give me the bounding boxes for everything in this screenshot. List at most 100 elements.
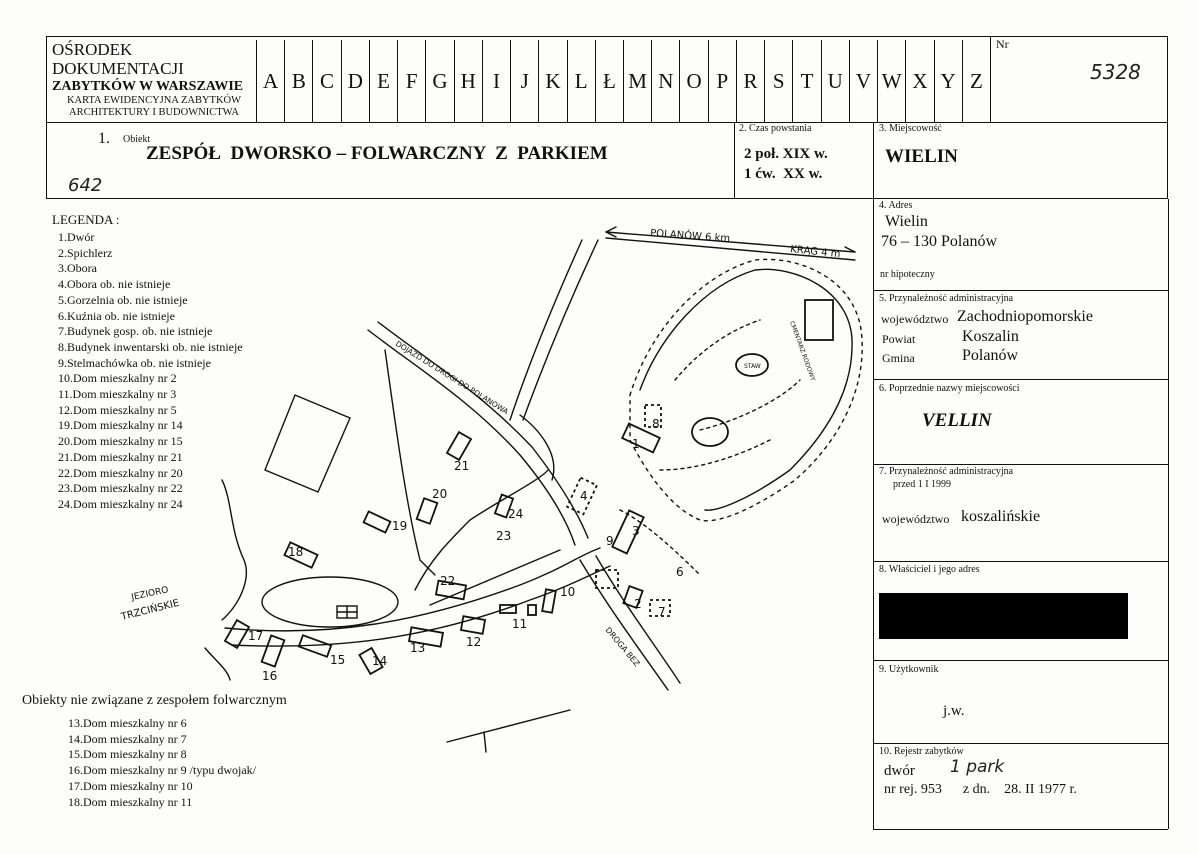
index-letter: K (538, 40, 566, 122)
address-line-1: Wielin (885, 213, 928, 230)
map-building-number: 3 (632, 524, 640, 538)
legend-item: 4.Obora ob. nie istnieje (58, 277, 171, 292)
object-label: Obiekt (123, 134, 151, 145)
map-building-number: 12 (466, 635, 481, 649)
locality-value: WIELIN (885, 146, 958, 167)
register-line-2: nr rej. 953 z dn. 28. II 1977 r. (884, 782, 1077, 797)
user-value: j.w. (943, 703, 965, 719)
previous-names-label: 6. Poprzednie nazwy miejscowości (879, 383, 1020, 394)
road-north (509, 239, 583, 421)
road-top (605, 231, 856, 253)
map-building-number: 2 (634, 597, 642, 611)
admin-commune-value: Polanów (962, 347, 1018, 364)
form-frame (46, 36, 1168, 199)
period-line-1: 2 poł. XIX w. (744, 146, 828, 162)
road-bottom (579, 559, 669, 691)
index-letter: B (284, 40, 312, 122)
index-letter: A (256, 40, 284, 122)
unrelated-item: 17.Dom mieszkalny nr 10 (68, 778, 193, 793)
index-letter: Ł (594, 40, 623, 122)
index-letter: S (764, 40, 792, 122)
unrelated-item: 18.Dom mieszkalny nr 11 (68, 794, 193, 809)
cemetery-plot (804, 299, 834, 341)
admin-before-sub: przed 1 I 1999 (893, 479, 952, 490)
institution-block: OŚRODEK DOKUMENTACJI ZABYTKÓW W WARSZAWI… (52, 40, 256, 119)
address-label: 4. Adres (879, 200, 913, 211)
buildings-layer (223, 299, 834, 676)
admin-commune-label: Gmina (882, 351, 915, 365)
object-handwritten-code: 642 (68, 175, 103, 196)
unrelated-item: 15.Dom mieszkalny nr 8 (68, 747, 187, 762)
institution-line-1: OŚRODEK (52, 40, 133, 59)
index-letter: W (877, 40, 905, 122)
legend-item: 19.Dom mieszkalny nr 14 (58, 418, 183, 433)
institution-line-2: DOKUMENTACJI (52, 59, 184, 78)
admin-label: 5. Przynależność administracyjna (879, 293, 1014, 304)
legend-item: 22.Dom mieszkalny nr 20 (58, 465, 183, 480)
index-letter: T (792, 40, 820, 122)
register-line-1: dwór (884, 763, 915, 779)
card-line-2: ARCHITEKTURY I BUDOWNICTWA (69, 107, 239, 118)
unrelated-item: 14.Dom mieszkalny nr 7 (68, 731, 187, 746)
index-letter: H (453, 40, 482, 122)
legend-item: 7.Budynek gosp. ob. nie istnieje (58, 324, 213, 339)
index-letter: V (848, 40, 877, 122)
map-building-number: 22 (440, 574, 455, 588)
map-building-number: 23 (496, 529, 511, 543)
index-letter: F (397, 40, 425, 122)
map-building-number: 14 (372, 654, 387, 668)
map-lake-line-2: TRZCIŃSKIE (119, 596, 181, 623)
index-letter: N (651, 40, 679, 122)
map-building-number: 9 (606, 534, 614, 548)
admin-before-voivodeship-label: województwo (882, 512, 950, 526)
map-road-polanow: POLANÓW 6 km (650, 226, 731, 245)
legend-item: 3.Obora (58, 261, 97, 276)
object-name: ZESPÓŁ DWORSKO – FOLWARCZNY Z PARKIEM (146, 143, 608, 164)
index-letter: E (368, 40, 397, 122)
map-building-number: 20 (432, 487, 447, 501)
legend-item: 20.Dom mieszkalny nr 15 (58, 434, 183, 449)
period-line-2: 1 ćw. XX w. (744, 166, 823, 182)
index-letter: I (481, 40, 510, 122)
map-building-number: 19 (392, 519, 407, 533)
index-letter: G (425, 40, 453, 122)
owner-label: 8. Właściciel i jego adres (879, 564, 980, 575)
unrelated-item: 16.Dom mieszkalny nr 9 /typu dwojak/ (68, 763, 256, 778)
index-letter: P (707, 40, 736, 122)
park-boundary (629, 258, 863, 522)
admin-before-label: 7. Przynależność administracyjna (879, 466, 1014, 477)
map-road-bottom: DROGA BEZ (603, 626, 641, 669)
previous-names-value: VELLIN (922, 410, 992, 431)
map-cemetery: CMENTARZ RODOWY (788, 320, 816, 382)
main-road (224, 547, 601, 632)
map-building-number: 1 (632, 437, 640, 451)
unrelated-item: 13.Dom mieszkalny nr 6 (68, 716, 187, 730)
index-letter: M (623, 40, 651, 122)
index-letter: L (566, 40, 595, 122)
period-label: 2. Czas powstania (739, 123, 812, 134)
legend-item: 6.Kuźnia ob. nie istnieje (58, 308, 175, 323)
map-building-number: 16 (262, 669, 277, 683)
map-building-number: 13 (410, 641, 425, 655)
pond-1 (735, 353, 769, 377)
index-letter: D (340, 40, 369, 122)
register-label: 10. Rejestr zabytków (879, 746, 964, 757)
index-letter: O (679, 40, 707, 122)
card-line-1: KARTA EWIDENCYJNA ZABYTKÓW (66, 95, 242, 106)
map-building-number: 4 (580, 489, 588, 503)
index-letter: U (820, 40, 849, 122)
index-letter: Z (961, 40, 990, 122)
pond-2 (691, 417, 729, 447)
legend-item: 24.Dom mieszkalny nr 24 (58, 496, 183, 511)
index-letter: C (312, 40, 340, 122)
admin-voivodeship-value: Zachodniopomorskie (957, 308, 1093, 325)
road-to-polanow (367, 329, 576, 546)
locality-label: 3. Miejscowość (879, 123, 942, 134)
legend-item: 9.Stelmachówka ob. nie istnieje (58, 355, 211, 370)
register-handwritten: 1 park (950, 757, 1005, 777)
map-building-number: 10 (560, 585, 575, 599)
owner-redacted-block (879, 593, 1128, 639)
